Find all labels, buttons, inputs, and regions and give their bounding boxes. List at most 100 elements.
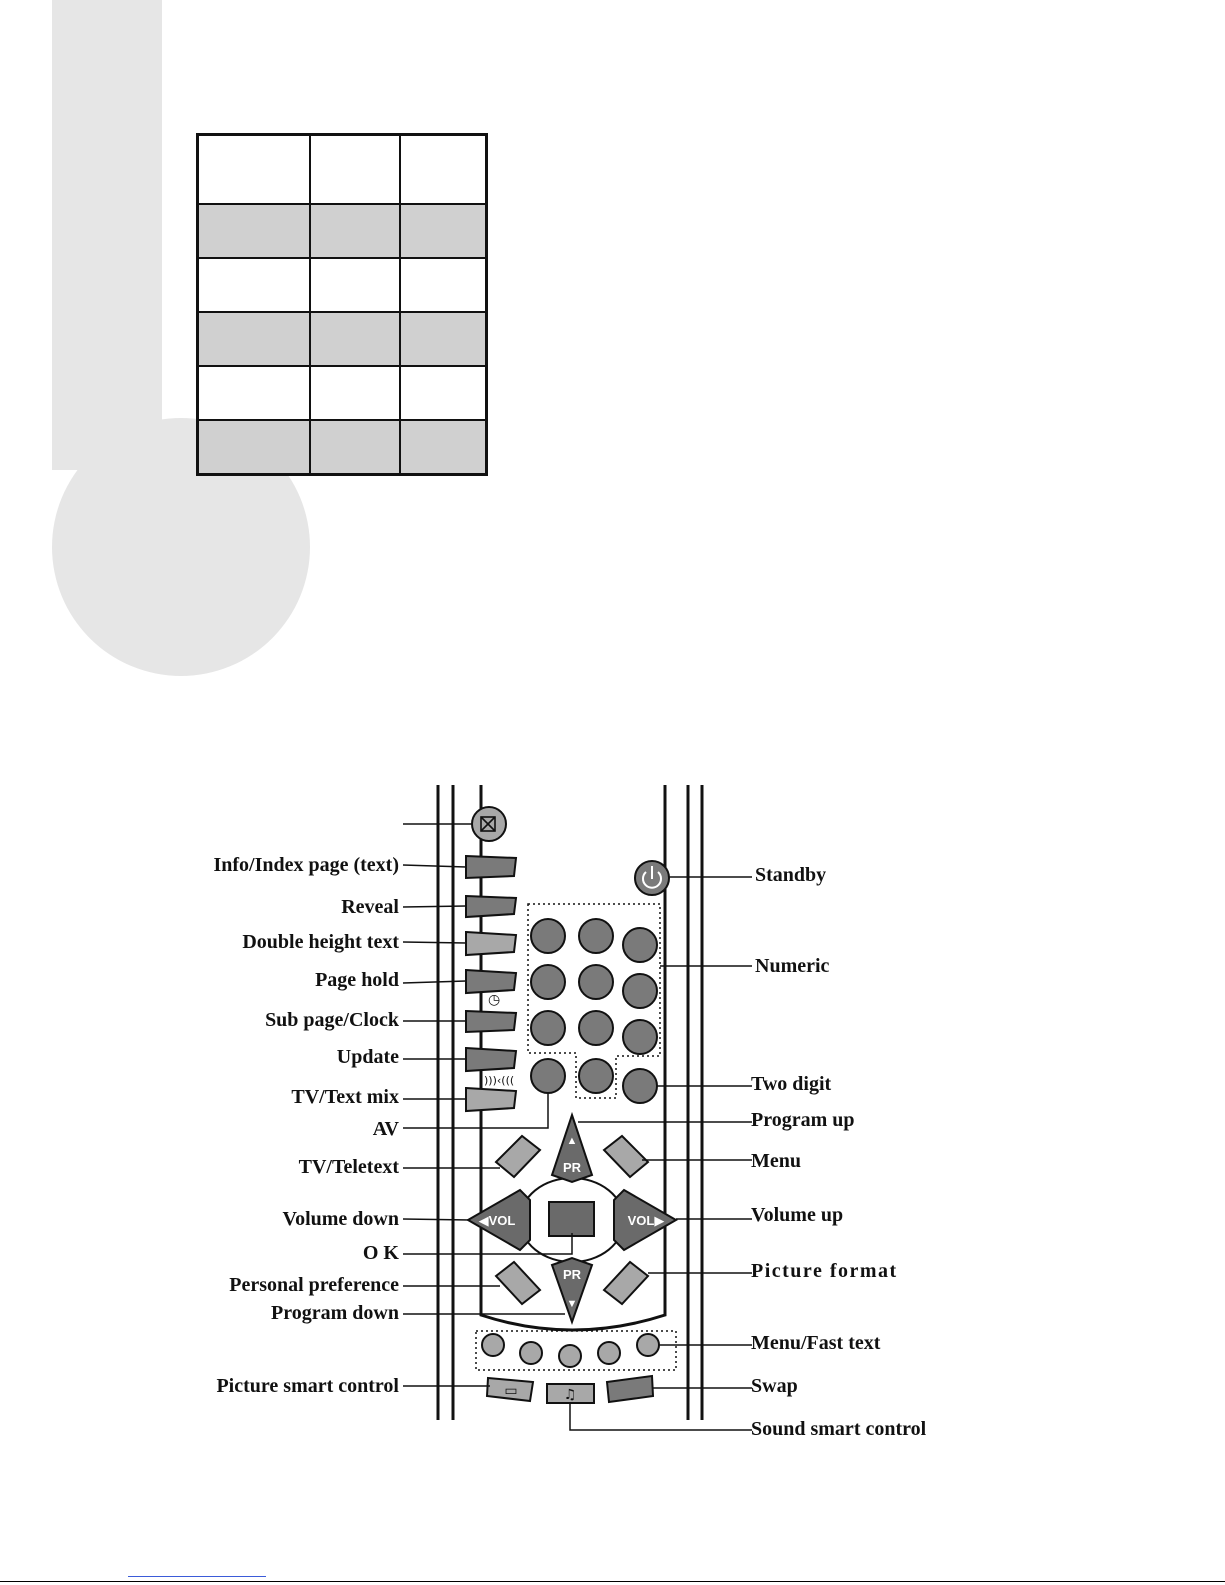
table-cell: [309, 257, 401, 313]
label-program-up: Program up: [751, 1109, 855, 1131]
table-cell: [196, 203, 311, 259]
digit-button[interactable]: [530, 918, 566, 954]
mix-icon: )))‹(((: [484, 1074, 514, 1087]
table-cell: [399, 311, 488, 367]
ok-button[interactable]: [548, 1201, 595, 1237]
music-note-icon: ♫: [564, 1387, 577, 1403]
fast-text-green-button[interactable]: [519, 1341, 543, 1365]
table-cell: [309, 419, 401, 476]
program-up-arrow-icon: ▲: [567, 1135, 578, 1147]
label-page-hold: Page hold: [315, 969, 399, 991]
label-picture-format: Picture format: [751, 1260, 898, 1282]
digit-button[interactable]: [530, 964, 566, 1000]
tv-teletext-button[interactable]: [494, 1134, 542, 1179]
table-cell: [196, 311, 311, 367]
label-tv-text-mix: TV/Text mix: [291, 1086, 399, 1108]
label-volume-up: Volume up: [751, 1204, 844, 1226]
update-button[interactable]: [465, 1046, 518, 1073]
fast-text-menu-button[interactable]: [636, 1333, 660, 1357]
leader-lines-left: [402, 823, 573, 1387]
table-row: [196, 311, 488, 367]
pr-down-label: PR: [563, 1267, 582, 1282]
menu-button[interactable]: [602, 1134, 650, 1179]
digit-button[interactable]: [530, 1010, 566, 1046]
power-icon: [642, 866, 662, 889]
label-ok: O K: [362, 1242, 399, 1264]
vol-left-label: ◀VOL: [479, 1213, 516, 1228]
label-two-digit: Two digit: [751, 1073, 832, 1095]
label-menu: Menu: [751, 1150, 801, 1172]
label-update: Update: [336, 1046, 399, 1068]
label-program-down: Program down: [271, 1302, 399, 1324]
page-hold-button[interactable]: [465, 968, 518, 995]
table-cell: [196, 257, 311, 313]
empty-grid-table: [196, 133, 488, 476]
digit-button[interactable]: [622, 1019, 658, 1055]
table-cell: [309, 311, 401, 367]
digit-button[interactable]: [622, 973, 658, 1009]
digit-button[interactable]: [622, 927, 658, 963]
label-swap: Swap: [751, 1375, 798, 1397]
label-double-height: Double height text: [242, 931, 399, 953]
volume-up-button[interactable]: [613, 1188, 679, 1252]
tv-text-mix-button[interactable]: [465, 1086, 518, 1113]
label-standby: Standby: [755, 864, 827, 886]
table-cell: [399, 419, 488, 476]
fast-text-yellow-button[interactable]: [558, 1344, 582, 1368]
label-reveal: Reveal: [341, 896, 399, 918]
label-picture-smart-control: Picture smart control: [216, 1375, 399, 1397]
program-down-button[interactable]: [550, 1256, 594, 1326]
label-info-index: Info/Index page (text): [213, 854, 399, 876]
label-numeric: Numeric: [755, 955, 830, 977]
label-sub-page-clock: Sub page/Clock: [265, 1009, 399, 1031]
table-cell: [196, 133, 311, 205]
mute-button[interactable]: [471, 806, 507, 842]
inner-panel-outline: [479, 785, 667, 1332]
info-index-button[interactable]: [465, 854, 518, 880]
table-row: [196, 203, 488, 259]
side-bar-decoration: [52, 0, 162, 470]
table-cell: [399, 203, 488, 259]
two-digit-button[interactable]: [622, 1068, 658, 1104]
picture-format-button[interactable]: [602, 1260, 650, 1306]
digit-button[interactable]: [578, 964, 614, 1000]
label-menu-fast-text: Menu/Fast text: [751, 1332, 881, 1354]
table-row: [196, 419, 488, 476]
table-cell: [309, 133, 401, 205]
sub-page-clock-button[interactable]: [465, 1009, 518, 1034]
sound-smart-control-button[interactable]: ♫: [546, 1383, 595, 1404]
digit-button[interactable]: [578, 1010, 614, 1046]
mute-icon: [480, 816, 496, 832]
table-cell: [399, 133, 488, 205]
volume-down-button[interactable]: [465, 1188, 531, 1252]
numeric-region-outline: [527, 903, 661, 1099]
table-cell: [399, 257, 488, 313]
pr-up-label: PR: [563, 1160, 582, 1175]
av-button[interactable]: [530, 1058, 566, 1094]
picture-icon: ▭: [504, 1383, 517, 1399]
fast-text-red-button[interactable]: [481, 1333, 505, 1357]
double-height-button[interactable]: [465, 930, 518, 957]
swap-button[interactable]: [605, 1374, 655, 1404]
leader-lines-right: [569, 876, 752, 1431]
footer-link-underline: [128, 1576, 266, 1577]
page-bottom-rule: [0, 1581, 1225, 1582]
reveal-button[interactable]: [465, 894, 518, 919]
table-cell: [309, 203, 401, 259]
table-cell: [196, 419, 311, 476]
fast-text-blue-button[interactable]: [597, 1341, 621, 1365]
table-cell: [196, 365, 311, 421]
digit-button[interactable]: [578, 1058, 614, 1094]
program-up-button[interactable]: [550, 1111, 594, 1184]
label-tv-teletext: TV/Teletext: [298, 1156, 399, 1178]
numeric-keypad: [530, 918, 658, 1094]
personal-preference-button[interactable]: [494, 1260, 542, 1306]
standby-button[interactable]: [634, 860, 670, 896]
clock-icon: ◷: [488, 992, 500, 1008]
digit-button[interactable]: [578, 918, 614, 954]
table-cell: [399, 365, 488, 421]
program-down-arrow-icon: ▼: [567, 1298, 578, 1310]
picture-smart-control-button[interactable]: ▭: [485, 1376, 535, 1403]
table-row: [196, 133, 488, 205]
